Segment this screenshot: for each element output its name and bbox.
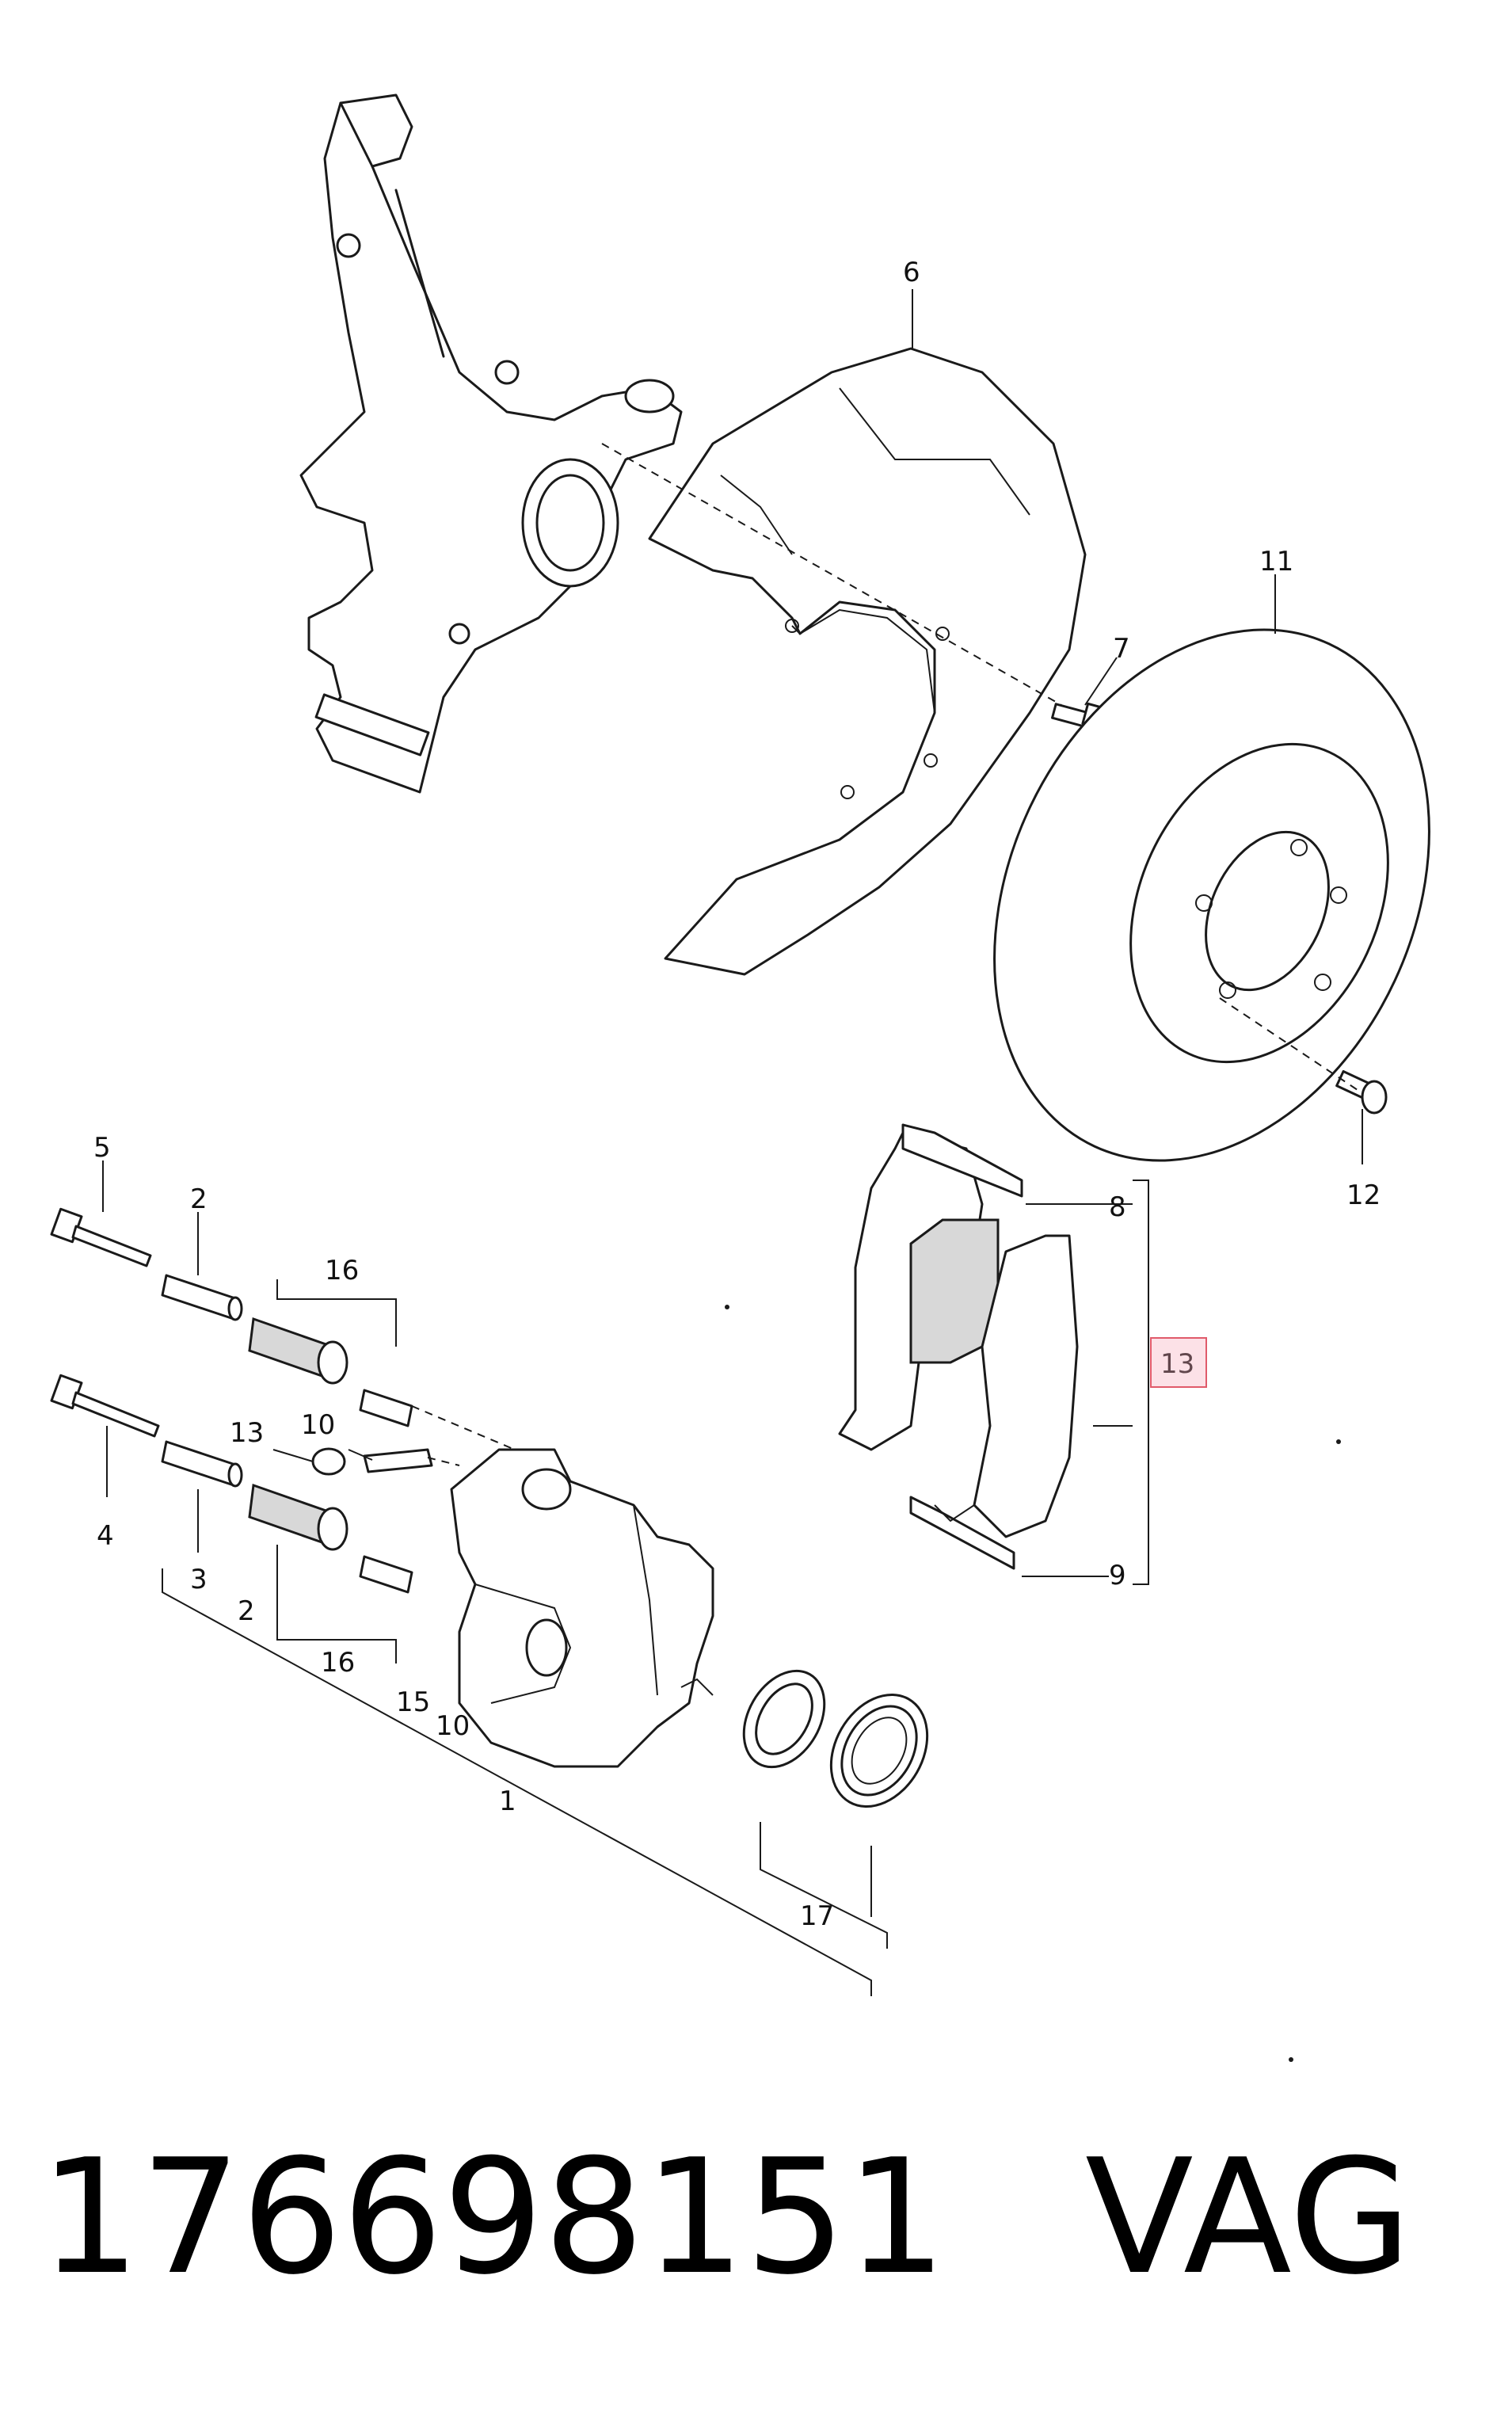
dust-boot [829,1693,929,1808]
callout-15: 13 [1160,1348,1194,1380]
brake-disc [993,628,1430,1162]
callout-7: 7 [1113,633,1130,665]
callout-11: 11 [1259,546,1293,577]
callout-15-highlight [1150,1337,1207,1388]
leader-lines [102,289,1363,1996]
callout-16-lower: 16 [321,1647,355,1679]
callout-10-lower: 10 [436,1710,470,1742]
bushing-16-upper [248,1317,413,1427]
callout-9: 9 [1109,1560,1126,1591]
caliper-housing [450,1448,714,1768]
callout-1: 1 [499,1785,516,1817]
dust-cap-13 [311,1447,346,1476]
guide-sleeve-3 [161,1440,243,1488]
center-lines [411,443,1363,1466]
callout-labels: 6 7 11 12 5 2 16 13 10 4 3 2 16 15 10 1 … [93,257,1381,1932]
callout-13-lower: 15 [396,1686,430,1718]
callout-5: 5 [93,1132,111,1164]
callout-2-upper: 2 [190,1183,208,1215]
bolt-4 [50,1374,160,1438]
callout-13-upper: 13 [230,1417,264,1449]
callout-10-upper: 10 [301,1409,335,1441]
callout-4: 4 [97,1520,114,1552]
callout-2-lower: 2 [238,1595,255,1627]
stray-marks [725,1305,1341,2062]
splash-shield [648,347,1087,976]
callout-12: 12 [1346,1180,1381,1211]
callout-16-upper: 16 [325,1255,359,1286]
callout-3: 3 [190,1564,208,1595]
brake-pad-set [838,1123,1079,1570]
brand-name: VAG [1085,2125,1412,2310]
steering-knuckle [299,93,683,794]
callout-8: 8 [1109,1191,1126,1223]
guide-sleeve-2 [161,1274,243,1321]
part-number: 176698151 [40,2125,947,2310]
callout-17: 17 [800,1900,834,1932]
bleeder-valve-10 [363,1448,433,1473]
screw-12 [1335,1069,1388,1115]
bolt-5 [50,1207,152,1267]
piston-seal [742,1669,826,1769]
bushing-16-lower [248,1483,413,1594]
callout-6: 6 [903,257,920,288]
